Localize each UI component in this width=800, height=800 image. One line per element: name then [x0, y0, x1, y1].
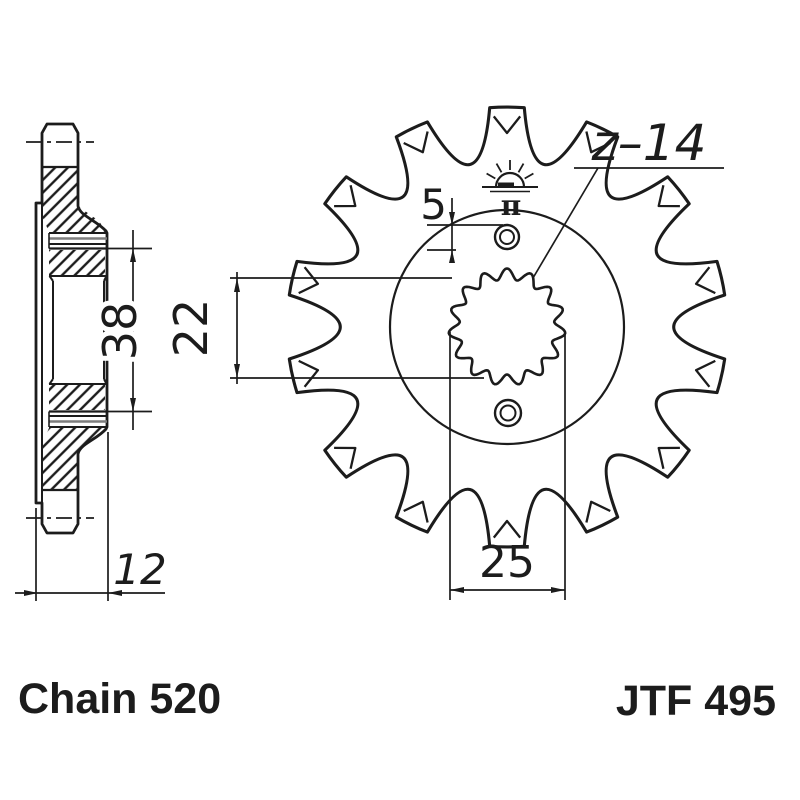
sunrise-icon: [482, 160, 538, 193]
spline-band-bottom: [48, 410, 107, 428]
hatch-bottom-hub: [49, 385, 105, 410]
bore-edges: [48, 275, 108, 385]
dim-spline-25: 25: [449, 332, 566, 600]
part-number-label: JTF 495: [616, 677, 776, 725]
spline-band-top: [48, 232, 107, 250]
jt-logo-glyph: π: [501, 189, 522, 222]
dim-spline-value: 25: [479, 537, 535, 588]
dim-boss-value: 38: [93, 302, 147, 361]
sun-rays: [483, 160, 537, 188]
mounting-hole: [493, 223, 521, 251]
teeth-count-label: z–14: [591, 114, 707, 172]
dim-bore-value: 22: [164, 299, 218, 358]
section-outline: [34, 122, 109, 535]
mounting-holes: [493, 223, 523, 428]
tooth-tip-chamfer-marks: [298, 115, 716, 539]
hatch-top-plate: [42, 168, 106, 232]
spline-bore: [447, 267, 567, 386]
dim-hole-5: 5: [420, 180, 503, 263]
chain-size-label: Chain 520: [18, 675, 221, 723]
front-view: π: [287, 105, 727, 549]
dim-hole-value: 5: [420, 180, 447, 229]
dim-bore-22: 22: [164, 272, 484, 384]
sun-shade: [498, 182, 514, 187]
dim-width-12: 12: [15, 432, 167, 601]
dim-width-value: 12: [113, 545, 166, 594]
dim-boss-38: 38: [88, 230, 152, 430]
sun-semicircle: [494, 171, 526, 188]
hatch-top-hub: [49, 250, 105, 275]
mounting-hole: [499, 404, 517, 422]
teeth-count-callout: z–14: [532, 114, 724, 279]
section-view: [26, 122, 109, 535]
inner-hub-circle: [388, 208, 626, 446]
hatch-bottom-plate: [42, 428, 106, 490]
mounting-hole: [499, 229, 515, 245]
mounting-hole: [493, 398, 523, 428]
dimension-annotations: 5 22 38 25: [15, 114, 724, 601]
